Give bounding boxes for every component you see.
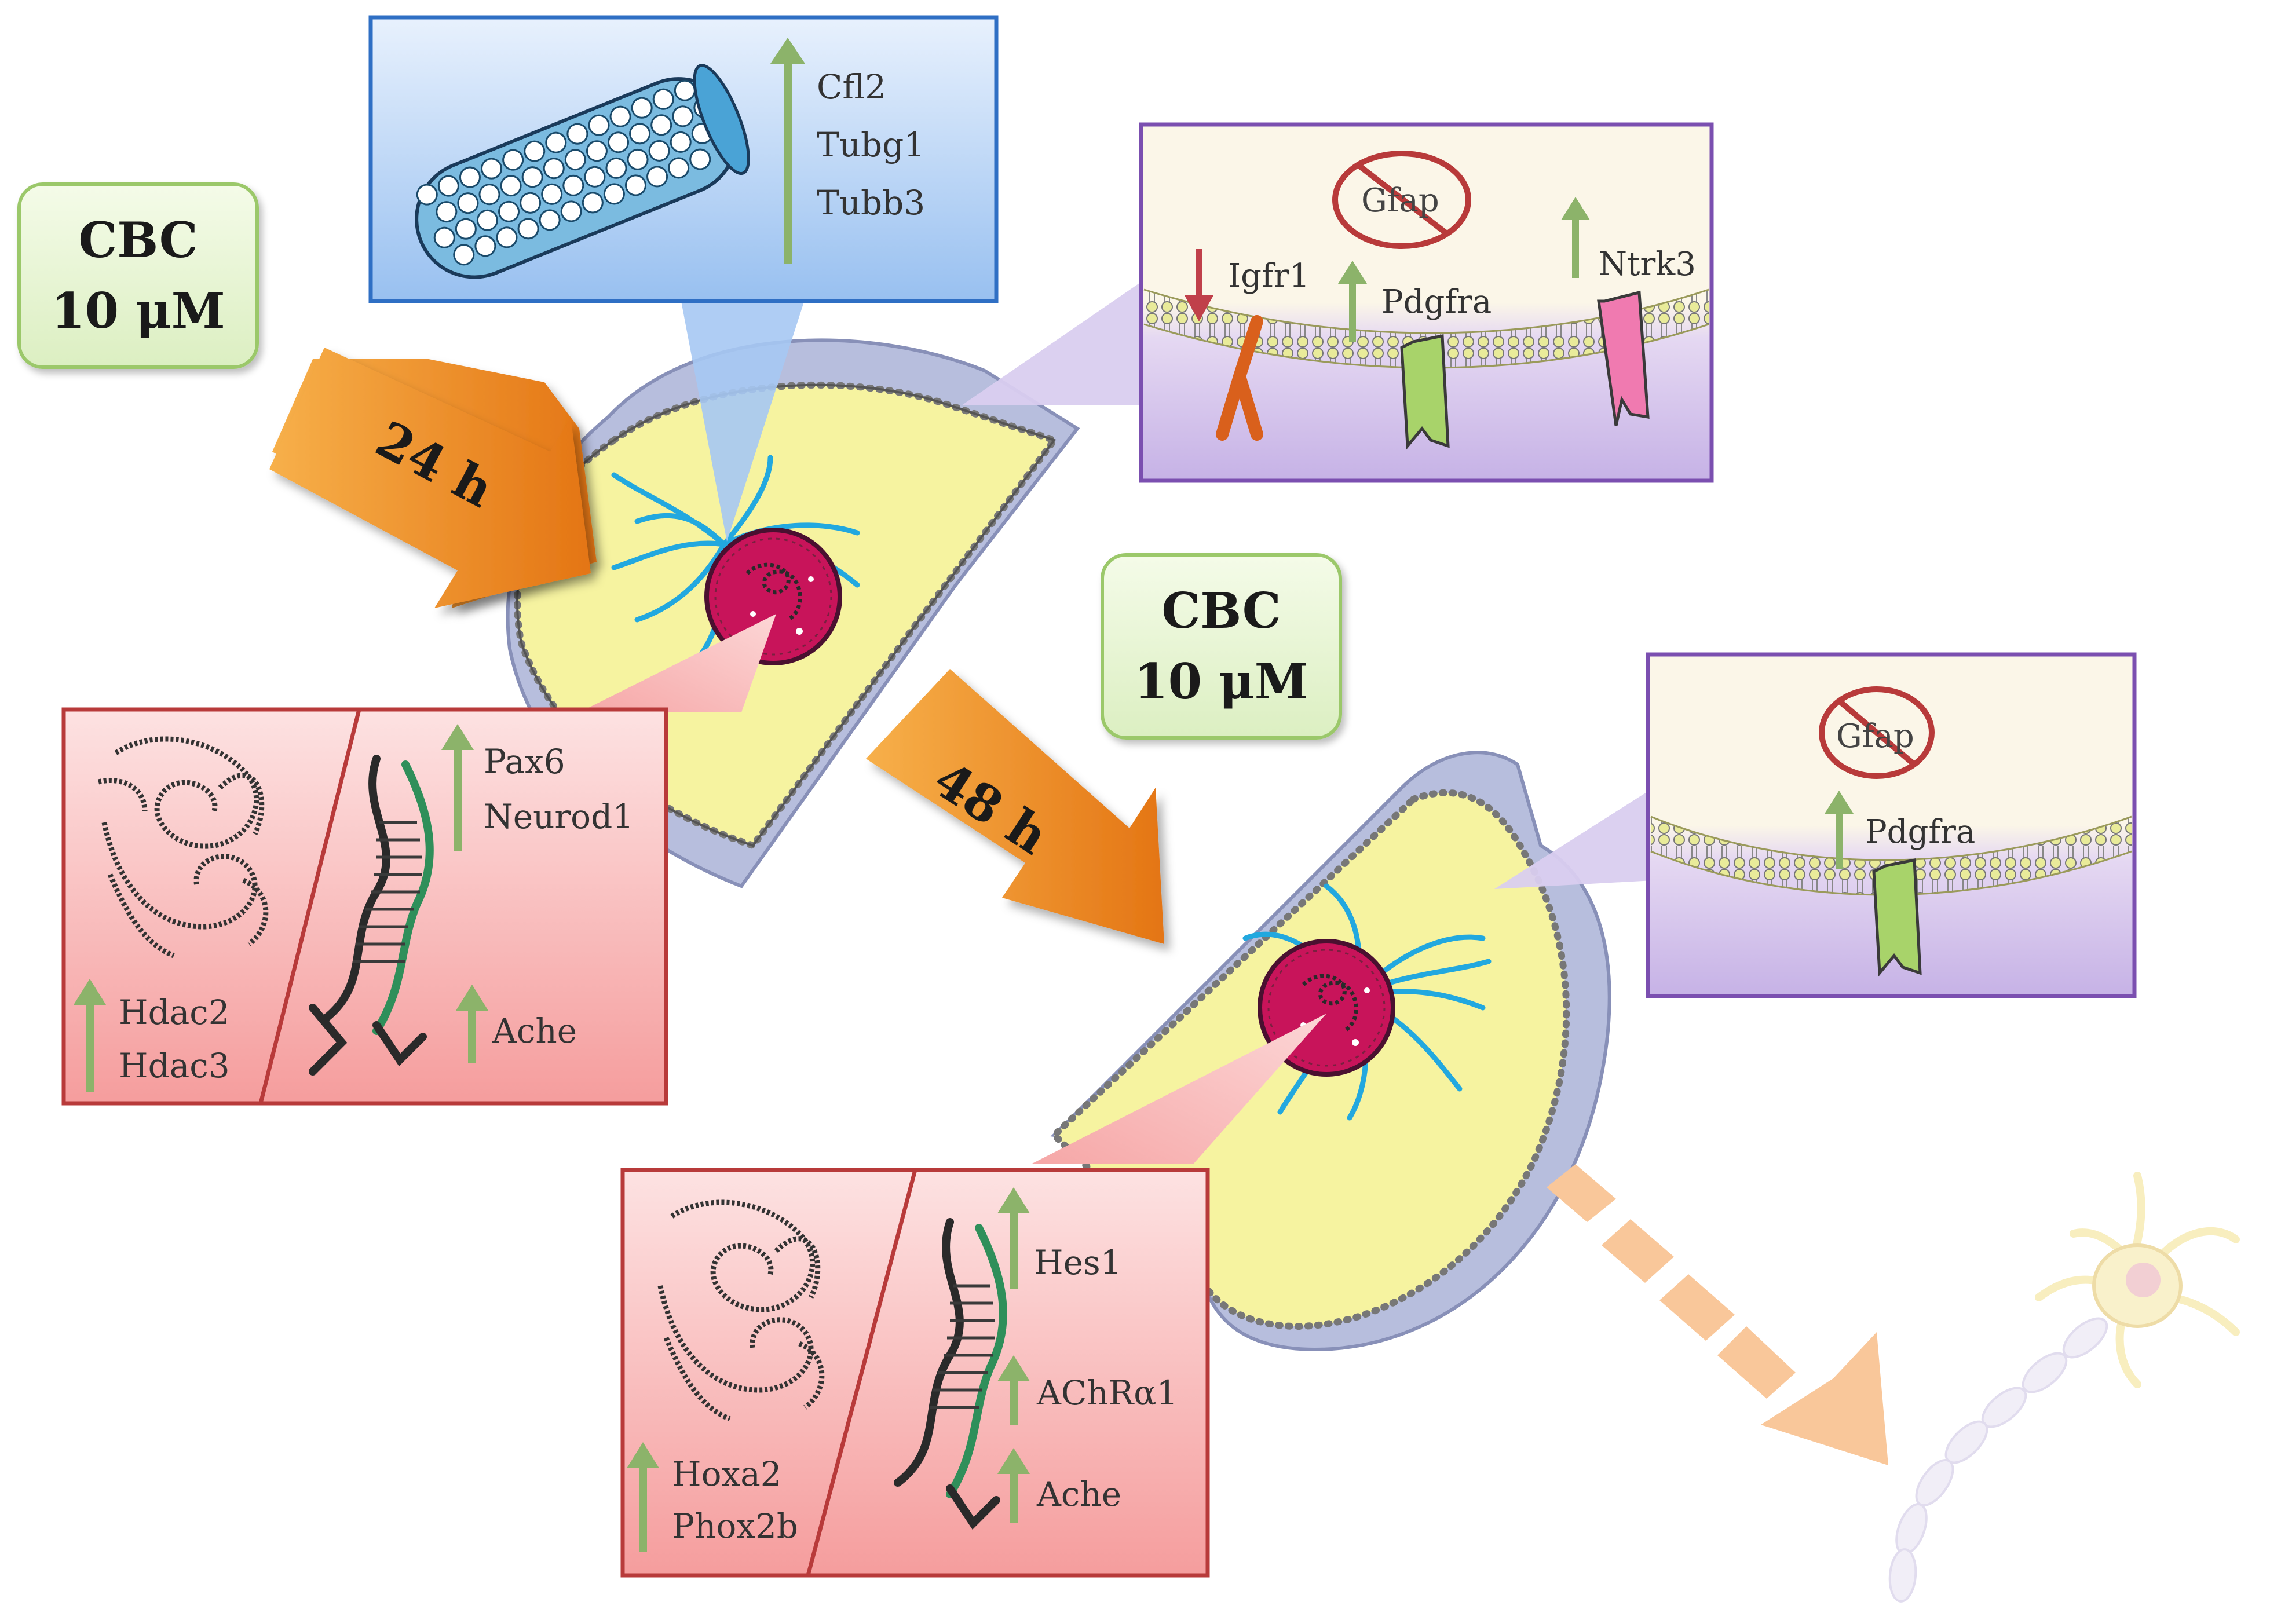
- gene-achra1: AChRα1: [1036, 1373, 1178, 1413]
- up-arrow-icon: [770, 38, 805, 264]
- chromatin-icon: [97, 736, 269, 959]
- treatment-box-24h: CBC 10 μM: [17, 182, 259, 369]
- neuron-icon: [1888, 1172, 2240, 1603]
- dna-rungs: [930, 1284, 995, 1409]
- no-gfap-icon: [1819, 686, 1935, 779]
- up-arrow-icon: [1825, 791, 1854, 869]
- gene-hdac3: Hdac3: [119, 1046, 230, 1085]
- nucleus-panel-24h: Hdac2 Hdac3 Pax6 Neurod1 Ache: [61, 707, 668, 1106]
- gene-tubg1: Tubg1: [817, 125, 925, 164]
- nucleus-panel-48h: Hoxa2 Phox2b Hes1 AChRα1 Ache: [620, 1168, 1210, 1578]
- callout-membrane-24h: [962, 278, 1147, 405]
- up-arrow-icon: [456, 985, 488, 1063]
- up-arrow-icon: [997, 1448, 1030, 1523]
- cytoskeleton-panel-24h: Cfl2 Tubg1 Tubb3: [368, 15, 999, 303]
- down-arrow-icon: [1185, 249, 1213, 321]
- up-arrow-icon: [997, 1187, 1030, 1289]
- treatment-arrow-24h-shape: [269, 348, 591, 608]
- up-arrow-icon: [1561, 197, 1590, 278]
- callout-nucleus-48h: [1031, 1014, 1326, 1164]
- up-arrow-icon: [74, 979, 106, 1092]
- membrane-panel-24h: Gfap Igfr1 Pdgfra Ntrk3: [1139, 122, 1714, 483]
- gene-hoxa2: Hoxa2: [672, 1454, 782, 1494]
- no-gfap-icon: [1332, 151, 1471, 249]
- microtubule-icon: [415, 64, 750, 279]
- blocked-gfap-24h: Gfap: [1361, 182, 1439, 220]
- up-arrow-icon: [441, 724, 474, 851]
- gene-hdac2: Hdac2: [119, 993, 230, 1032]
- pdgfra-receptor-icon: [1872, 858, 1922, 977]
- treatment-dose-24h: 10 μM: [51, 282, 225, 339]
- blocked-gfap-48h: Gfap: [1836, 718, 1914, 755]
- treatment-dose-48h: 10 μM: [1134, 653, 1308, 710]
- ntrk3-receptor-icon: [1597, 290, 1650, 426]
- up-arrow-icon: [627, 1442, 659, 1552]
- gene-phox2b: Phox2b: [672, 1506, 798, 1546]
- chromatin-icon: [657, 1199, 825, 1422]
- differentiation-arrow: [1547, 1164, 1888, 1465]
- up-arrow-icon: [997, 1355, 1030, 1425]
- treatment-compound-24h: CBC: [78, 211, 198, 269]
- gene-ache-24h: Ache: [492, 1011, 577, 1051]
- pdgfra-receptor-icon: [1400, 334, 1450, 450]
- dna-icon: [309, 755, 434, 1076]
- gene-pdgfra-48h: Pdgfra: [1865, 813, 1975, 851]
- callout-nucleus-24h: [579, 614, 776, 712]
- igfr1-receptor-icon: [1216, 315, 1263, 441]
- up-arrow-icon: [1338, 261, 1367, 342]
- gene-tubb3: Tubb3: [817, 183, 925, 222]
- treatment-box-48h: CBC 10 μM: [1101, 553, 1342, 740]
- gene-ntrk3: Ntrk3: [1599, 246, 1696, 283]
- gene-igfr1: Igfr1: [1228, 257, 1310, 295]
- gene-neurod1: Neurod1: [484, 797, 634, 836]
- gene-hes1: Hes1: [1034, 1243, 1122, 1282]
- gene-ache-48h: Ache: [1036, 1475, 1121, 1514]
- treatment-arrow-48h: [866, 669, 1164, 944]
- treatment-compound-48h: CBC: [1161, 582, 1281, 640]
- gene-pax6: Pax6: [484, 742, 565, 781]
- callout-membrane-48h: [1494, 788, 1654, 889]
- callout-cytoskeleton-24h: [681, 298, 805, 542]
- gene-cfl2: Cfl2: [817, 67, 886, 107]
- membrane-panel-48h: Gfap Pdgfra: [1646, 652, 2137, 998]
- nucleus-24h: [704, 528, 842, 665]
- gene-pdgfra-24h: Pdgfra: [1381, 283, 1492, 321]
- dna-rungs: [353, 821, 422, 963]
